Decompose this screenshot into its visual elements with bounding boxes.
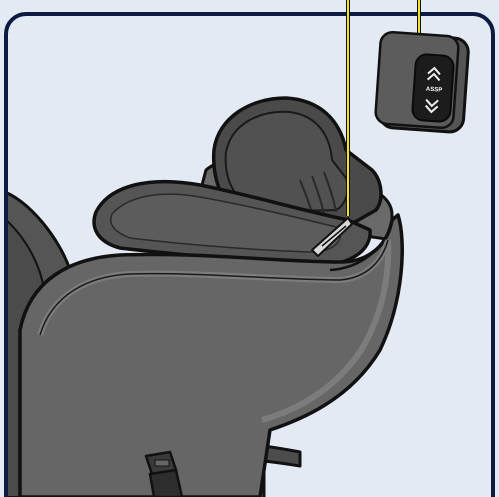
remote-button-label: ASSP — [426, 87, 443, 94]
remote-control: ASSP — [375, 31, 469, 132]
